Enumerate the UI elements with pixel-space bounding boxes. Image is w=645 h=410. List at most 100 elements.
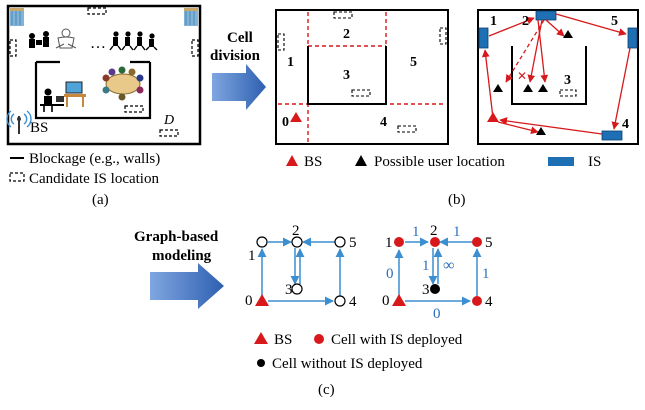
node-label-left-3: 3 bbox=[285, 282, 293, 298]
legend-c-bs-text: BS bbox=[274, 332, 292, 348]
weight-0-1: 0 bbox=[386, 266, 394, 282]
bs-label: BS bbox=[30, 120, 48, 136]
user-triangle-4 bbox=[493, 84, 503, 92]
person-drawing-icon bbox=[55, 28, 77, 49]
node-label-right-5: 5 bbox=[485, 235, 493, 251]
candidate-is-top bbox=[87, 7, 107, 15]
worker-at-desk-icon bbox=[40, 88, 64, 112]
legend-user-triangle bbox=[355, 155, 367, 166]
candidate-is-right bbox=[191, 39, 199, 57]
node-right-3 bbox=[430, 284, 440, 294]
legend-is-rect bbox=[548, 157, 574, 166]
blockage-legend-text: Blockage (e.g., walls) bbox=[29, 151, 160, 167]
legend-b-bs-text: BS bbox=[304, 154, 322, 170]
candidate-is-inner bbox=[124, 105, 144, 113]
candidate-legend-symbol bbox=[9, 172, 25, 182]
people-icon bbox=[29, 31, 49, 48]
curtain-left-icon bbox=[10, 8, 24, 26]
node-label-left-5: 5 bbox=[349, 235, 357, 251]
curtain-right-icon bbox=[184, 8, 198, 26]
graph-arrow-line1: Graph-based bbox=[134, 229, 219, 245]
legend-bs-triangle bbox=[286, 155, 298, 166]
is-panel-right bbox=[627, 27, 638, 49]
graph-left: 0 1 2 3 4 5 bbox=[245, 223, 357, 310]
desk-computer-icon bbox=[64, 81, 86, 107]
cell-room-outline-right bbox=[477, 9, 639, 145]
cell-label-r4: 4 bbox=[622, 117, 629, 132]
legend-b-is-text: IS bbox=[588, 154, 601, 170]
user-triangle-3 bbox=[538, 84, 548, 92]
node-right-5 bbox=[472, 237, 482, 247]
candidate-is-b-right bbox=[439, 27, 447, 45]
bs-antenna-icon bbox=[6, 110, 32, 134]
ray-bs-to-left bbox=[481, 49, 494, 119]
cell-label-r1: 1 bbox=[490, 14, 497, 29]
node-label-right-0: 0 bbox=[382, 293, 390, 309]
room-outline bbox=[6, 4, 202, 146]
candidate-is-b-inner bbox=[351, 89, 371, 97]
block-arrow-right-icon bbox=[212, 64, 266, 110]
cell-label-1: 1 bbox=[287, 55, 294, 70]
legend-c-with-is-dot bbox=[314, 334, 324, 344]
blocked-cross-icon: ✕ bbox=[517, 69, 527, 83]
weight-3-2: ∞ bbox=[443, 257, 454, 274]
graph-right: 0 1 2 3 4 5 0 1 1 1 ∞ 0 1 bbox=[382, 223, 493, 322]
ray-blocked bbox=[505, 19, 545, 83]
cell-label-r5: 5 bbox=[611, 14, 618, 29]
candidate-is-bottom bbox=[159, 129, 179, 137]
caption-b: (b) bbox=[448, 192, 466, 208]
cell-label-4: 4 bbox=[380, 115, 387, 130]
legend-b: BS Possible user location IS (b) bbox=[286, 154, 601, 208]
block-arrow-right-icon-2 bbox=[150, 263, 224, 309]
candidate-is-b-top bbox=[333, 11, 353, 19]
panel-b-right: ✕ 1 2 3 5 4 bbox=[477, 9, 639, 145]
weight-0-4: 0 bbox=[433, 306, 441, 322]
meeting-table-icon bbox=[102, 66, 144, 101]
inner-room-walls-b bbox=[307, 46, 387, 105]
node-label-right-2: 2 bbox=[430, 223, 438, 239]
ray-top-to-user3 bbox=[537, 19, 549, 83]
cell-label-0: 0 bbox=[282, 115, 289, 130]
node-label-left-0: 0 bbox=[245, 293, 253, 309]
ray-left-to-top bbox=[488, 16, 535, 37]
legend-c: BS Cell with IS deployed Cell without IS… bbox=[254, 332, 463, 398]
weight-1-2: 1 bbox=[412, 224, 420, 240]
panel-b-left: 2 1 3 5 0 4 bbox=[275, 9, 449, 145]
legend-c-without-is-text: Cell without IS deployed bbox=[272, 356, 423, 372]
legend-c-with-is-text: Cell with IS deployed bbox=[331, 332, 463, 348]
caption-a: (a) bbox=[92, 192, 109, 208]
ray-bottom-to-bs bbox=[499, 117, 603, 135]
is-panel-top bbox=[535, 10, 557, 21]
candidate-is-left bbox=[9, 39, 17, 57]
is-panel-bottom bbox=[601, 130, 623, 141]
node-left-1 bbox=[256, 236, 268, 248]
cell-label-r2: 2 bbox=[522, 14, 529, 29]
legend-c-bs-triangle bbox=[254, 332, 268, 344]
weight-2-3: 1 bbox=[422, 258, 430, 274]
cell-division-line1: Cell bbox=[227, 30, 253, 46]
panel-a: … bbox=[6, 4, 202, 208]
cell-room-outline bbox=[275, 9, 449, 145]
graph-arrow-line2: modeling bbox=[152, 248, 212, 264]
candidate-is-b-bottom bbox=[397, 125, 417, 133]
cell-label-2: 2 bbox=[343, 27, 350, 42]
node-label-left-1: 1 bbox=[248, 248, 256, 264]
bs-triangle-b-right bbox=[487, 112, 499, 122]
region-d-label: D bbox=[163, 113, 174, 128]
node-right-0-bs bbox=[392, 294, 406, 306]
node-label-right-1: 1 bbox=[385, 235, 393, 251]
node-left-2 bbox=[291, 236, 303, 248]
inner-room-walls bbox=[34, 60, 152, 120]
ray-top-to-user1 bbox=[527, 19, 543, 83]
cell-label-r3: 3 bbox=[564, 73, 571, 88]
bs-triangle-b-left bbox=[290, 112, 302, 122]
candidate-legend-text: Candidate IS location bbox=[29, 171, 159, 187]
node-label-right-3: 3 bbox=[422, 282, 430, 298]
ray-top-to-right bbox=[555, 13, 627, 36]
weight-4-5: 1 bbox=[482, 266, 490, 282]
runners-icon bbox=[109, 31, 158, 51]
cell-division-line2: division bbox=[210, 48, 261, 64]
user-triangle-5 bbox=[536, 127, 546, 135]
user-triangle-2 bbox=[523, 84, 533, 92]
node-left-4 bbox=[334, 295, 346, 307]
